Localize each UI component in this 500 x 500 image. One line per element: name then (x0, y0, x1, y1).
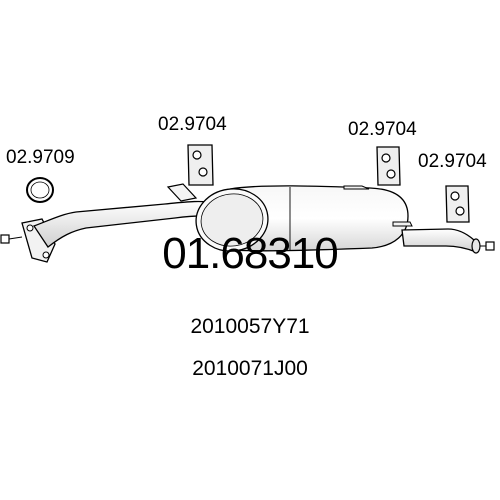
hanger-1-label: 02.9704 (158, 114, 227, 135)
gasket-ring-icon (26, 177, 54, 203)
rear-hanger-rod (343, 185, 370, 190)
pipe-open-end-right (485, 241, 495, 251)
front-bracket (166, 183, 198, 202)
rubber-hanger-2-icon (376, 146, 401, 186)
silencer-body (195, 185, 409, 252)
leader-line-left (8, 236, 23, 240)
hanger-2-label: 02.9704 (348, 119, 417, 140)
oem-number-2: 2010071J00 (192, 357, 308, 380)
rubber-hanger-1-icon (187, 144, 214, 186)
oem-number-1: 2010057Y71 (190, 315, 310, 338)
gasket-label: 02.9709 (6, 147, 75, 168)
side-hanger-rod (392, 221, 413, 227)
main-part-number: 01.68310 (162, 229, 339, 278)
hanger-3-label: 02.9704 (418, 151, 487, 172)
rubber-hanger-3-icon (445, 185, 470, 223)
